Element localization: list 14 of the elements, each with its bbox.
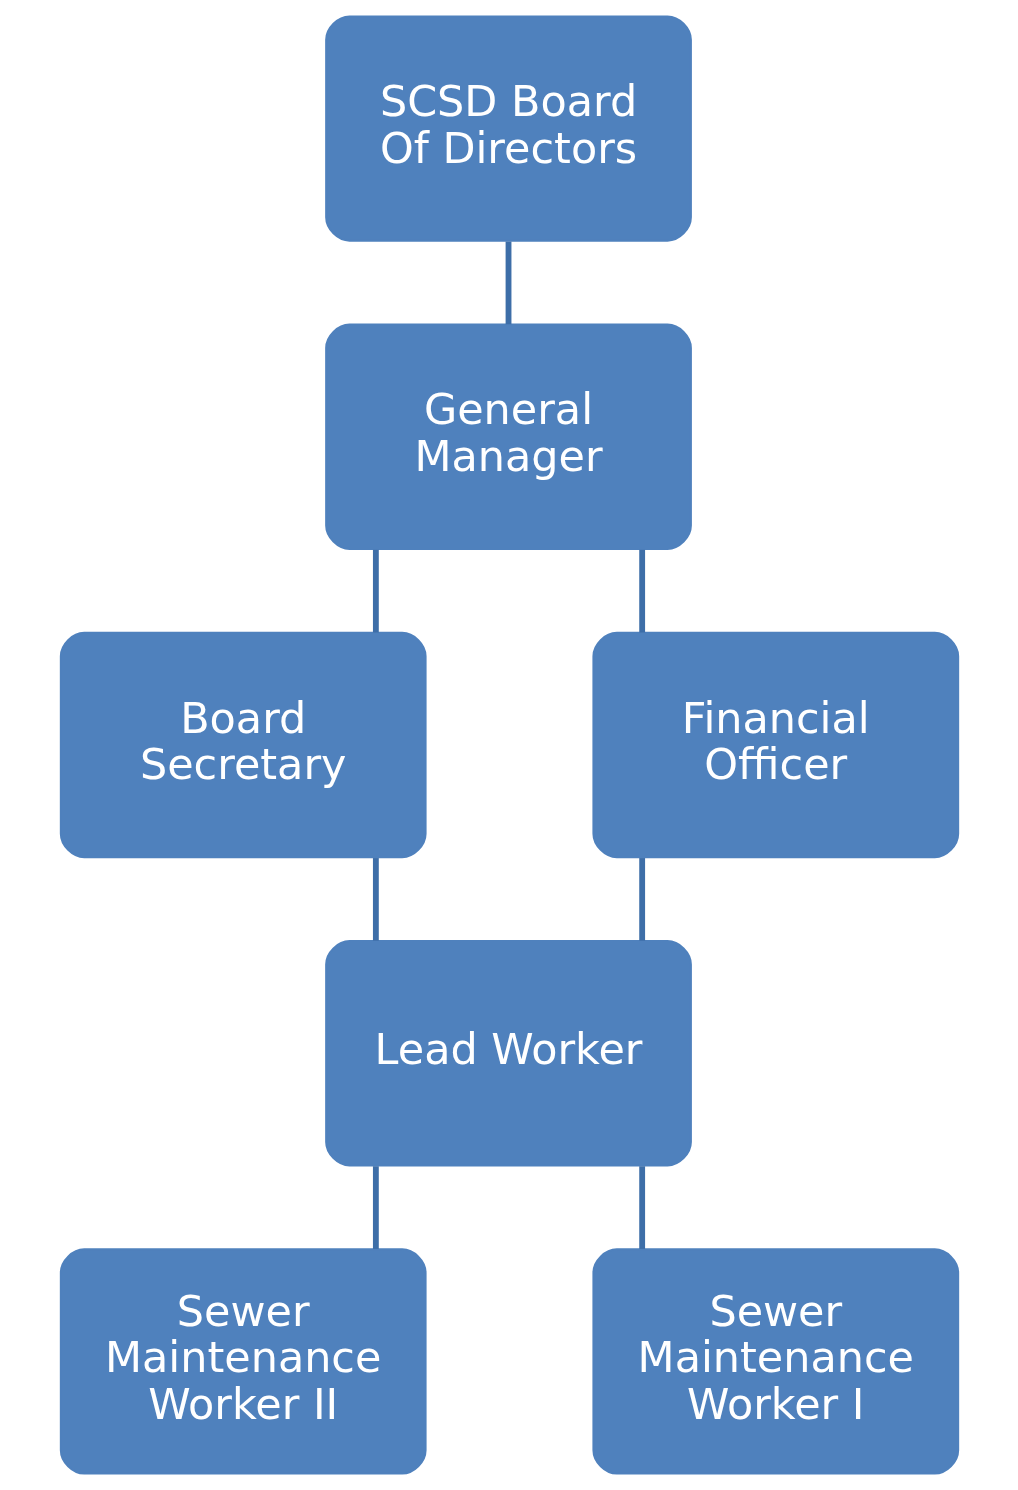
node-box: Board Secretary <box>59 631 427 859</box>
node-box: Financial Officer <box>591 631 959 859</box>
connector <box>372 1166 379 1249</box>
connector <box>638 1166 645 1249</box>
connector <box>372 549 379 633</box>
node-box: Sewer Maintenance Worker I <box>591 1248 959 1475</box>
node-box: General Manager <box>324 323 692 550</box>
connector <box>505 241 511 325</box>
connector <box>638 858 645 941</box>
connector <box>638 549 645 633</box>
node-box: Lead Worker <box>324 940 692 1167</box>
node-box: Sewer Maintenance Worker II <box>59 1248 427 1475</box>
connector <box>372 858 379 941</box>
node-box: SCSD Board Of Directors <box>324 15 692 242</box>
